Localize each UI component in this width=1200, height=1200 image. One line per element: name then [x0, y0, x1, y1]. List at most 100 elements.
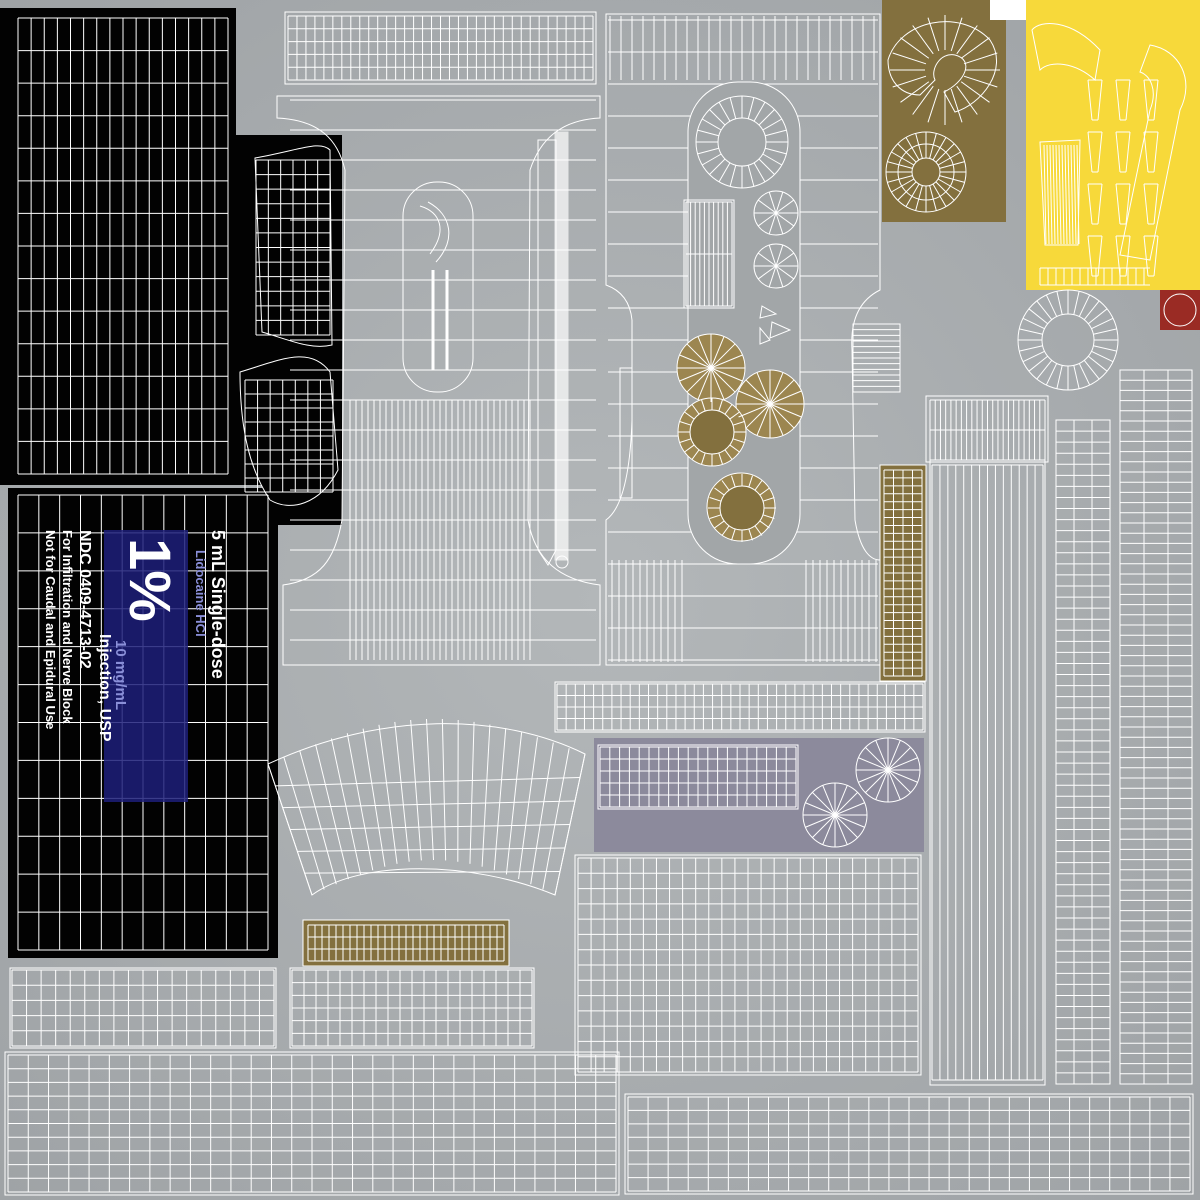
wire-edge [697, 147, 719, 155]
wire-edge [929, 133, 937, 159]
wire-edge [1115, 131, 1121, 173]
wire-edge [1073, 291, 1080, 315]
wire-edge [697, 367, 712, 400]
wire-edge [714, 487, 725, 496]
wire-edge [834, 814, 858, 838]
wire-edge [729, 411, 740, 420]
wire-edge [805, 802, 836, 816]
wire-edge [887, 769, 911, 793]
needle-blade [537, 139, 557, 566]
wire-edge [1153, 79, 1159, 121]
wire-edge [679, 367, 712, 382]
wire-edge [701, 452, 706, 465]
wire-edge [960, 37, 990, 59]
wire-edge [289, 824, 571, 830]
wire-edge [759, 487, 770, 496]
wire-edge [1097, 183, 1103, 225]
wire-edge [1088, 355, 1108, 372]
wire-edge [1115, 235, 1121, 277]
wire-edge [891, 178, 915, 193]
wire-edge [768, 212, 777, 235]
wire-edge [905, 137, 920, 161]
wire-edge [1125, 131, 1131, 173]
wire-edge [304, 871, 561, 874]
wire-edge [299, 750, 337, 885]
grid-panel-mid [574, 854, 922, 1076]
wire-edge [769, 379, 795, 405]
wire-edge [775, 212, 784, 235]
wire-edge [932, 183, 947, 207]
olive-square-top-right [882, 0, 1006, 222]
wire-edge [505, 732, 523, 875]
wire-edge [822, 814, 836, 845]
wire-edge [1056, 365, 1063, 389]
wire-edge [1125, 183, 1131, 225]
wire-edge [875, 769, 889, 800]
wire-edge [769, 390, 802, 405]
grid-panel-bottom-right [624, 1093, 1194, 1195]
label-drug-name: Lidocaine HCl [193, 550, 208, 637]
wire-edge [1056, 291, 1063, 315]
wire-edge [765, 147, 787, 155]
wire-edge [732, 438, 745, 443]
wire-edge [950, 88, 963, 123]
wire-edge [834, 792, 858, 816]
wire-edge [346, 733, 374, 871]
wire-edge [758, 109, 775, 126]
oval-arc [419, 201, 450, 263]
wire-edge [897, 143, 917, 163]
wire-edge [686, 367, 712, 393]
wire-edge [753, 162, 766, 183]
wire-edge [1028, 308, 1048, 325]
wire-edge [1073, 365, 1080, 389]
wire-edge [865, 747, 889, 771]
wire-edge [1019, 345, 1043, 352]
wire-edge [1088, 308, 1108, 325]
wire-edge [956, 85, 978, 115]
wire-edge [1073, 144, 1077, 245]
wire-edge [769, 403, 802, 418]
wire-edge [710, 343, 736, 369]
wire-edge [775, 265, 795, 280]
label-use-caudal: Not for Caudal and Epidural Use [43, 530, 58, 729]
wire-edge [1076, 144, 1080, 245]
black-panel-label [8, 488, 278, 958]
wire-edge [805, 814, 836, 828]
wire-edge [1058, 144, 1062, 245]
wire-edge [1078, 363, 1091, 386]
wire-edge [697, 336, 712, 369]
wire-edge [1028, 355, 1048, 372]
wire-edge [1043, 144, 1047, 245]
wire-edge [518, 737, 538, 880]
wire-edge [834, 802, 865, 816]
wire-edge [939, 161, 965, 169]
wire-edge [1143, 235, 1149, 277]
wire-edge [915, 133, 923, 159]
wire-edge [912, 85, 934, 115]
wire-edge [724, 404, 733, 415]
wire-edge [769, 403, 784, 436]
wire-edge [1143, 131, 1149, 173]
wire-edge [891, 151, 915, 166]
wire-edge [834, 785, 848, 816]
wire-edge [834, 814, 848, 845]
grid-panel-bottom-left [4, 1051, 620, 1196]
wire-edge [887, 769, 918, 783]
label-form: Injection, USP [96, 634, 113, 742]
needle-strip [554, 131, 569, 561]
wire-edge [887, 161, 913, 169]
wire-edge [756, 403, 771, 436]
wire-edge [1097, 79, 1103, 121]
wire-edge [834, 814, 865, 828]
wire-edge [410, 719, 422, 861]
wire-edge [762, 497, 775, 502]
wire-edge [679, 354, 712, 369]
wire-edge [1125, 235, 1131, 277]
wire-edge [1087, 183, 1093, 225]
wire-edge [481, 724, 491, 867]
label-strength: 1% [117, 538, 182, 622]
wire-edge [892, 52, 927, 65]
wire-edge [927, 88, 940, 123]
wire-edge [757, 265, 777, 280]
